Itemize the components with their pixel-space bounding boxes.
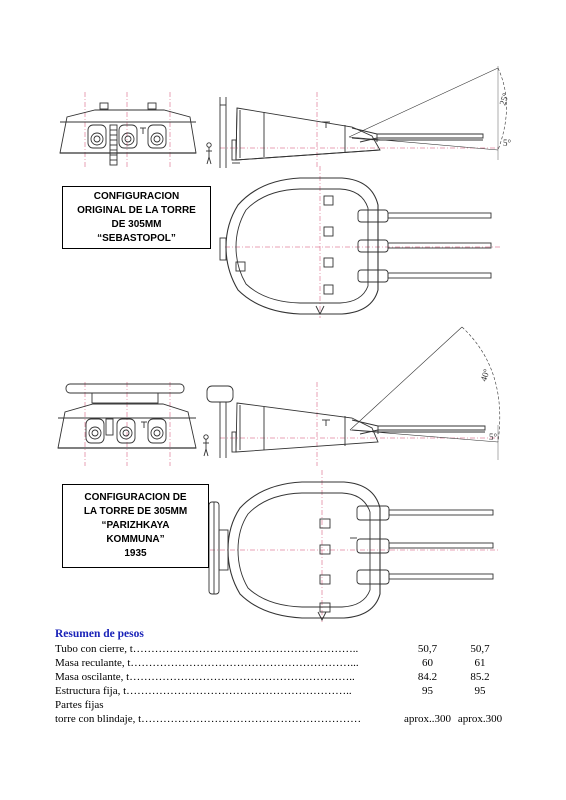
weight-label: Masa reculante, t……………………………………………………... bbox=[55, 657, 359, 669]
weight-value-1935: 95 bbox=[474, 685, 486, 697]
weight-value-1935: 50,7 bbox=[470, 643, 490, 655]
caption-line: 1935 bbox=[124, 548, 147, 559]
weight-value-1935: 85.2 bbox=[470, 671, 490, 683]
caption-modified-turret: CONFIGURACION DE LA TORRE DE 305MM “PARI… bbox=[62, 484, 209, 568]
weight-value-original: 50,7 bbox=[417, 643, 438, 655]
weight-row: Estructura fija, t……………………………………………………..… bbox=[55, 685, 515, 699]
elevation-angle-bottom: 40° bbox=[478, 367, 492, 382]
front-view-original bbox=[59, 92, 212, 168]
weight-value-original: aprox..300 bbox=[403, 713, 452, 725]
depression-angle-top: 5° bbox=[503, 138, 512, 148]
caption-line: KOMMUNA” bbox=[106, 534, 165, 545]
weight-value-original: 95 bbox=[422, 685, 433, 697]
caption-line: LA TORRE DE 305MM bbox=[83, 506, 188, 517]
weight-label: Estructura fija, t…………………………………………………….. bbox=[55, 685, 352, 697]
caption-line: “PARIZHKAYA bbox=[101, 520, 170, 531]
weight-row: Masa oscilante, t…………………………………………………….. … bbox=[55, 671, 515, 685]
weight-value-original: 84.2 bbox=[417, 671, 438, 683]
weight-label: Partes fijas bbox=[55, 699, 104, 711]
weight-value-1935: aprox.300 bbox=[457, 713, 503, 725]
caption-line: “SEBASTOPOL” bbox=[97, 232, 176, 244]
summary-title: Resumen de pesos bbox=[55, 628, 144, 640]
weight-value-original: 60 bbox=[422, 657, 433, 669]
side-view-1935 bbox=[206, 326, 501, 466]
caption-line: DE 305MM bbox=[111, 218, 162, 230]
weight-row: Partes fijas bbox=[55, 699, 515, 713]
weight-row: Masa reculante, t……………………………………………………...… bbox=[55, 657, 515, 671]
caption-line: CONFIGURACION DE bbox=[84, 492, 187, 503]
elevation-angle-top: 25° bbox=[497, 91, 511, 106]
plan-view-1935 bbox=[208, 470, 500, 622]
weight-row: Tubo con cierre, t……………………………………………………..… bbox=[55, 643, 515, 657]
plan-view-original bbox=[219, 166, 500, 318]
caption-line: ORIGINAL DE LA TORRE bbox=[77, 204, 196, 216]
side-view-original bbox=[219, 66, 507, 168]
weight-label: Masa oscilante, t…………………………………………………….. bbox=[55, 671, 355, 683]
front-view-1935 bbox=[57, 382, 209, 466]
weight-label: torre con blindaje, t…………………………………………………… bbox=[55, 713, 362, 725]
weight-label: Tubo con cierre, t…………………………………………………….. bbox=[55, 643, 359, 655]
caption-line: CONFIGURACION bbox=[93, 190, 180, 202]
weight-row: torre con blindaje, t…………………………………………………… bbox=[55, 713, 515, 727]
depression-angle-bottom: 5° bbox=[489, 432, 498, 442]
caption-original-turret: CONFIGURACION ORIGINAL DE LA TORRE DE 30… bbox=[62, 186, 211, 249]
weight-value-1935: 61 bbox=[474, 657, 486, 669]
